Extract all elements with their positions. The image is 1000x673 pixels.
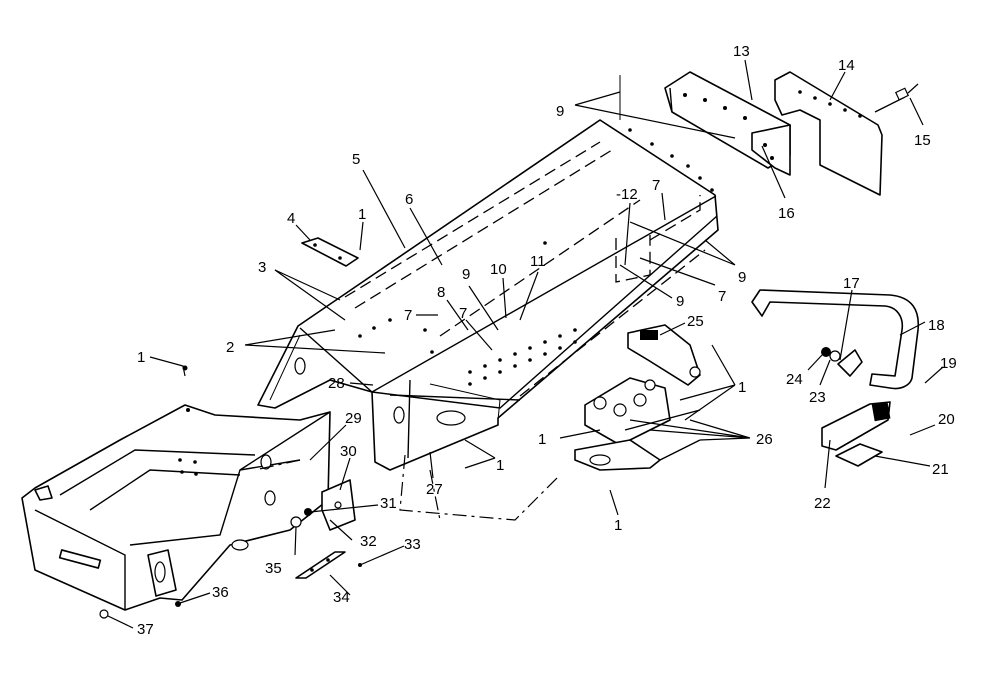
callout-11: 11 bbox=[530, 253, 546, 270]
callout-7: 7 bbox=[459, 305, 467, 322]
callout-31: 31 bbox=[380, 495, 397, 512]
callout-16: 16 bbox=[778, 205, 795, 222]
snow-flap-14 bbox=[774, 71, 883, 196]
callout-35: 35 bbox=[265, 560, 282, 577]
callout-36: 36 bbox=[212, 584, 229, 601]
callout-10: 10 bbox=[490, 261, 507, 278]
callout-3: 3 bbox=[258, 259, 266, 276]
callout-14: 14 bbox=[838, 57, 855, 74]
callout-33: 33 bbox=[404, 536, 421, 553]
bracket-34 bbox=[295, 551, 346, 579]
callout-9: 9 bbox=[738, 269, 746, 286]
mount-bracket-25 bbox=[627, 324, 701, 386]
callout-18: 18 bbox=[928, 317, 945, 334]
callout-1: 1 bbox=[614, 517, 622, 534]
callout-1: 1 bbox=[738, 379, 746, 396]
callout-27: 27 bbox=[426, 481, 443, 498]
callout-9: 9 bbox=[676, 293, 684, 310]
mount-bracket-26 bbox=[574, 377, 701, 471]
callout-19: 19 bbox=[940, 355, 957, 372]
callout-20: 20 bbox=[938, 411, 955, 428]
washer-23-24 bbox=[821, 347, 863, 377]
callout-1: 1 bbox=[358, 206, 366, 223]
callout-9: 9 bbox=[462, 266, 470, 283]
callout-4: 4 bbox=[287, 210, 295, 227]
callout-7: 7 bbox=[404, 307, 412, 324]
callout-32: 32 bbox=[360, 533, 377, 550]
callout-12: -12 bbox=[616, 186, 638, 203]
callout-17: 17 bbox=[843, 275, 860, 292]
callout-28: 28 bbox=[328, 375, 345, 392]
callout-2: 2 bbox=[226, 339, 234, 356]
callout-8: 8 bbox=[437, 284, 445, 301]
callout-6: 6 bbox=[405, 191, 413, 208]
bracket-plate-4 bbox=[301, 237, 359, 267]
callout-34: 34 bbox=[333, 589, 350, 606]
callout-21: 21 bbox=[932, 461, 949, 478]
rear-bumper-18 bbox=[751, 289, 920, 390]
callout-5: 5 bbox=[352, 151, 360, 168]
callout-25: 25 bbox=[687, 313, 704, 330]
callout-29: 29 bbox=[345, 410, 362, 427]
taillight-22 bbox=[821, 401, 891, 467]
callout-37: 37 bbox=[137, 621, 154, 638]
callout-15: 15 bbox=[914, 132, 931, 149]
callout-1: 1 bbox=[496, 457, 504, 474]
callout-22: 22 bbox=[814, 495, 831, 512]
callout-7: 7 bbox=[652, 177, 660, 194]
callout-1: 1 bbox=[137, 349, 145, 366]
running-board-29 bbox=[21, 404, 331, 611]
fasteners-31-32-35 bbox=[99, 365, 362, 619]
rear-bracket-13 bbox=[664, 71, 791, 176]
bracket-30 bbox=[321, 479, 356, 531]
callout-13: 13 bbox=[733, 43, 750, 60]
callout-23: 23 bbox=[809, 389, 826, 406]
callout-30: 30 bbox=[340, 443, 357, 460]
rivet-row bbox=[358, 128, 714, 386]
callout-1: 1 bbox=[538, 431, 546, 448]
tunnel-assembly bbox=[257, 119, 719, 521]
callout-7: 7 bbox=[718, 288, 726, 305]
callout-24: 24 bbox=[786, 371, 803, 388]
callout-9: 9 bbox=[556, 103, 564, 120]
callout-26: 26 bbox=[756, 431, 773, 448]
leader-lines bbox=[107, 59, 944, 629]
callout-labels: 1 1 1 1 1 1 2 3 4 5 6 7 7 7 7 8 9 9 9 9 … bbox=[137, 43, 957, 638]
bolt-15 bbox=[874, 83, 919, 113]
